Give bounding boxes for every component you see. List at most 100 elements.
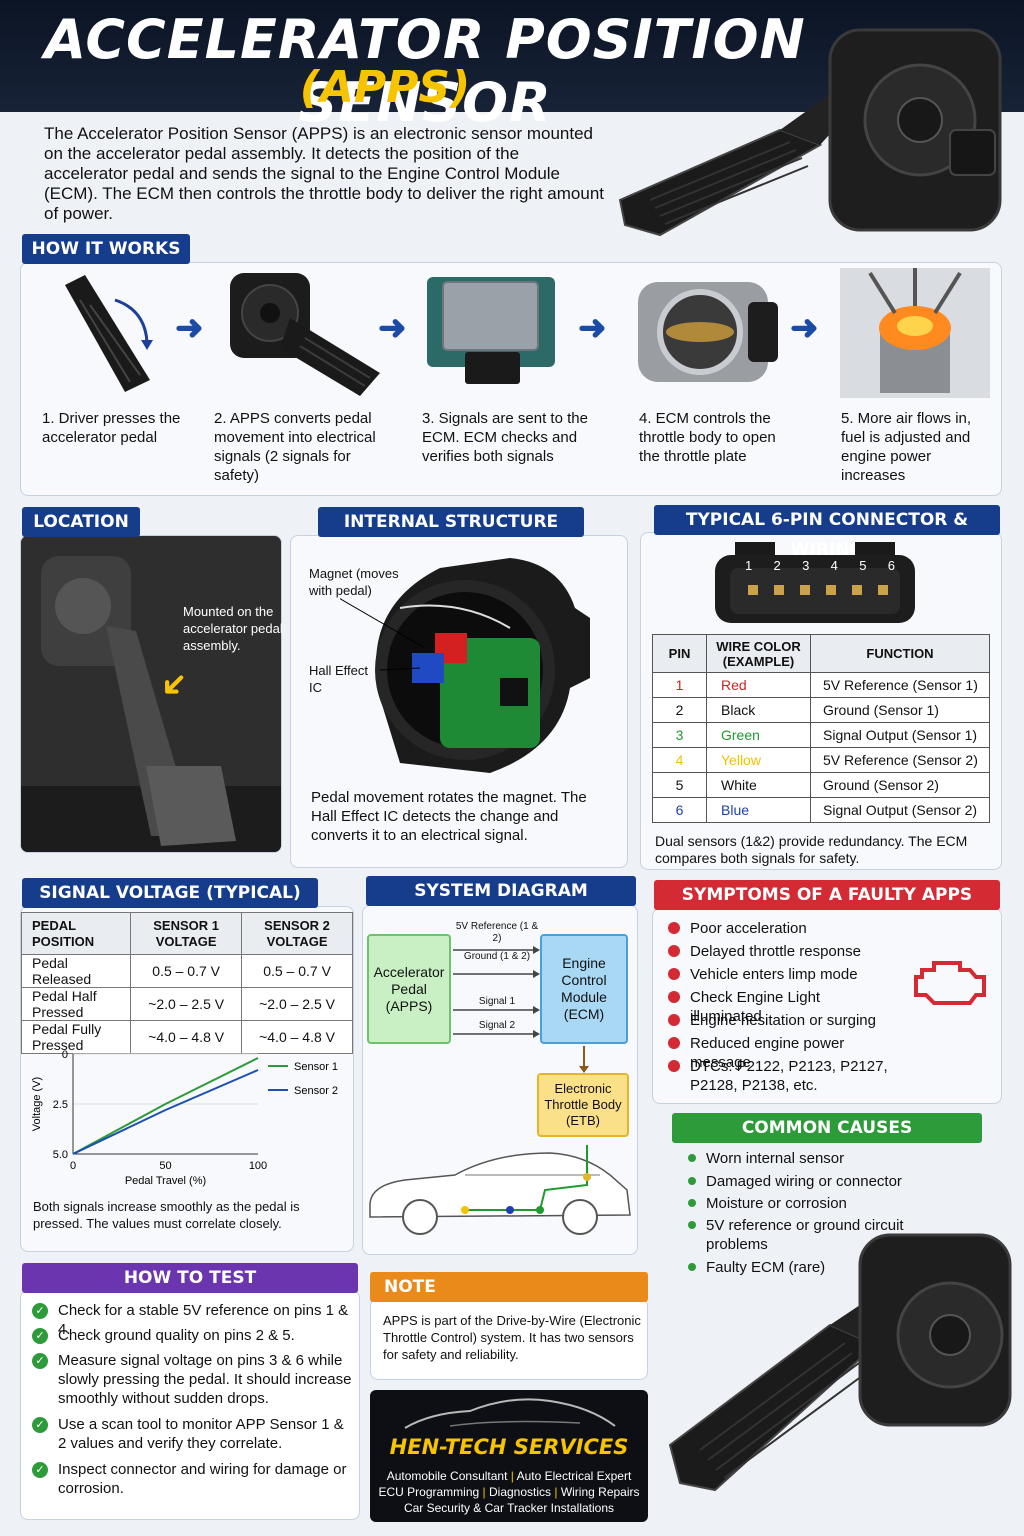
pin-number: 4 <box>652 747 707 773</box>
voltage-title: SIGNAL VOLTAGE (TYPICAL) <box>22 878 318 908</box>
pin-function: Ground (Sensor 2) <box>810 772 990 798</box>
step-4-text: 4. ECM controls the throttle body to ope… <box>639 410 776 465</box>
brand-line-1: Automobile Consultant | Auto Electrical … <box>370 1469 648 1483</box>
symptom-text: Delayed throttle response <box>690 943 861 960</box>
wire-label-signal2: Signal 2 <box>478 1020 516 1031</box>
warning-bullet-icon <box>668 1037 680 1049</box>
test-panel <box>20 1290 360 1520</box>
voltage-sensor1: 0.5 – 0.7 V <box>130 954 243 988</box>
pin-wire-color: Black <box>706 697 811 723</box>
page-title: ACCELERATOR POSITION SENSOR <box>44 8 806 134</box>
pin-function: 5V Reference (Sensor 2) <box>810 747 990 773</box>
connector-pin-numbers: 1 2 3 4 5 6 <box>745 558 895 573</box>
chart-x-tick: 50 <box>159 1160 171 1172</box>
warning-bullet-icon <box>668 922 680 934</box>
symptom-text: Vehicle enters limp mode <box>690 966 858 983</box>
flow-arrow-1: ➜ <box>175 309 204 347</box>
brand-separator: | <box>482 1485 489 1499</box>
location-panel <box>20 535 282 853</box>
connector-pin-4: 4 <box>830 558 838 573</box>
ecm-module-icon <box>427 277 555 384</box>
pin-function: Signal Output (Sensor 2) <box>810 797 990 823</box>
check-icon: ✓ <box>32 1462 48 1478</box>
bullet-dot-icon <box>688 1221 696 1229</box>
chart-x-tick: 0 <box>70 1160 76 1172</box>
voltage-sensor1: ~4.0 – 4.8 V <box>130 1020 243 1054</box>
brand-service-diagnostics: Diagnostics <box>488 1485 552 1499</box>
voltage-table: PEDAL POSITION SENSOR 1 VOLTAGE SENSOR 2… <box>20 912 353 1054</box>
pedal-position-header: PEDAL POSITION <box>20 912 132 955</box>
internal-caption: Pedal movement rotates the magnet. The H… <box>311 789 587 844</box>
symptom-text: Check Engine Light illuminated <box>690 989 821 1025</box>
pin-number: 6 <box>652 797 707 823</box>
test-step-item: ✓ Check for a stable 5V reference on pins… <box>32 1301 354 1339</box>
symptom-text: Engine hesitation or surging <box>690 1012 876 1029</box>
test-step-item: ✓Inspect connector and wiring for damage… <box>32 1460 354 1498</box>
etb-box-label: Electronic Throttle Body (ETB) <box>544 1081 622 1128</box>
location-title: LOCATION <box>22 507 140 537</box>
note-title: NOTE <box>370 1272 648 1302</box>
cause-text: 5V reference or ground circuit problems <box>706 1217 904 1253</box>
cause-item: Faulty ECM (rare) <box>688 1258 918 1277</box>
warning-bullet-icon <box>668 991 680 1003</box>
brand-service-electrical: Auto Electrical Expert <box>516 1469 632 1483</box>
symptom-text: Reduced engine power message <box>690 1035 845 1071</box>
sensor-internal-diagram <box>340 558 590 773</box>
check-icon: ✓ <box>32 1303 48 1319</box>
voltage-row: Pedal Half Pressed~2.0 – 2.5 V~2.0 – 2.5… <box>20 987 353 1021</box>
chart-x-tick: 100 <box>249 1160 267 1172</box>
test-step-item: ✓Measure signal voltage on pins 3 & 6 wh… <box>32 1351 354 1408</box>
location-note: Mounted on the accelerator pedal assembl… <box>183 604 283 653</box>
brand-line-2: ECU Programming | Diagnostics | Wiring R… <box>370 1485 648 1499</box>
pin-function: Signal Output (Sensor 1) <box>810 722 990 748</box>
car-outline-image <box>369 1145 631 1235</box>
sensor2-voltage-header: SENSOR 2 VOLTAGE <box>241 912 353 955</box>
brand-service-ecu: ECU Programming <box>378 1485 480 1499</box>
engine-combustion-icon <box>840 268 990 398</box>
pedal-box: Accelerator Pedal (APPS) <box>367 934 451 1044</box>
bottom-pedal-image <box>668 1233 1012 1492</box>
chart-y-tick: 2.5 <box>53 1099 68 1111</box>
voltage-pedal-position: Pedal Released <box>20 954 132 988</box>
flow-arrow-4: ➜ <box>790 309 819 347</box>
wire-color-col-header: WIRE COLOR (EXAMPLE) <box>706 634 811 673</box>
voltage-caption: Both signals increase smoothly as the pe… <box>33 1199 300 1231</box>
pin-number: 2 <box>652 697 707 723</box>
cause-item: Damaged wiring or connector <box>688 1172 918 1191</box>
cause-item: Worn internal sensor <box>688 1149 918 1168</box>
connector-pin-5: 5 <box>859 558 867 573</box>
voltage-sensor1: ~2.0 – 2.5 V <box>130 987 243 1021</box>
flow-arrow-3: ➜ <box>578 309 607 347</box>
system-wires <box>453 946 589 1073</box>
chart-y-tick: 0 <box>62 1049 68 1061</box>
bullet-dot-icon <box>688 1154 696 1162</box>
voltage-pedal-position: Pedal Fully Pressed <box>20 1020 132 1054</box>
pin-wire-color: Yellow <box>706 747 811 773</box>
cause-text: Worn internal sensor <box>706 1150 845 1167</box>
voltage-sensor2: ~4.0 – 4.8 V <box>241 1020 353 1054</box>
system-title: SYSTEM DIAGRAM <box>366 876 636 906</box>
test-step-text: Use a scan tool to monitor APP Sensor 1 … <box>58 1416 344 1452</box>
cause-text: Damaged wiring or connector <box>706 1173 902 1190</box>
bullet-dot-icon <box>688 1199 696 1207</box>
chart-series-line <box>72 1069 259 1155</box>
intro-text: The Accelerator Position Sensor (APPS) i… <box>44 124 605 223</box>
etb-box: Electronic Throttle Body (ETB) <box>537 1073 629 1137</box>
how-it-works-title: HOW IT WORKS <box>22 234 190 264</box>
pedal-box-label: Accelerator Pedal (APPS) <box>373 963 445 1014</box>
chart-legend-label: Sensor 2 <box>294 1085 338 1097</box>
connector-pin-3: 3 <box>802 558 810 573</box>
check-engine-icon <box>914 961 986 1005</box>
bullet-dot-icon <box>688 1177 696 1185</box>
brand-service-consultant: Automobile Consultant <box>386 1469 508 1483</box>
voltage-pedal-position: Pedal Half Pressed <box>20 987 132 1021</box>
connector-pin-1: 1 <box>745 558 753 573</box>
test-step-text: Check for a stable 5V reference on pins … <box>58 1302 349 1338</box>
symptoms-title: SYMPTOMS OF A FAULTY APPS <box>654 880 1000 910</box>
symptom-text: DTCs: P2122, P2123, P2127, P2128, P2138,… <box>690 1058 888 1094</box>
pin-function: 5V Reference (Sensor 1) <box>810 672 990 698</box>
